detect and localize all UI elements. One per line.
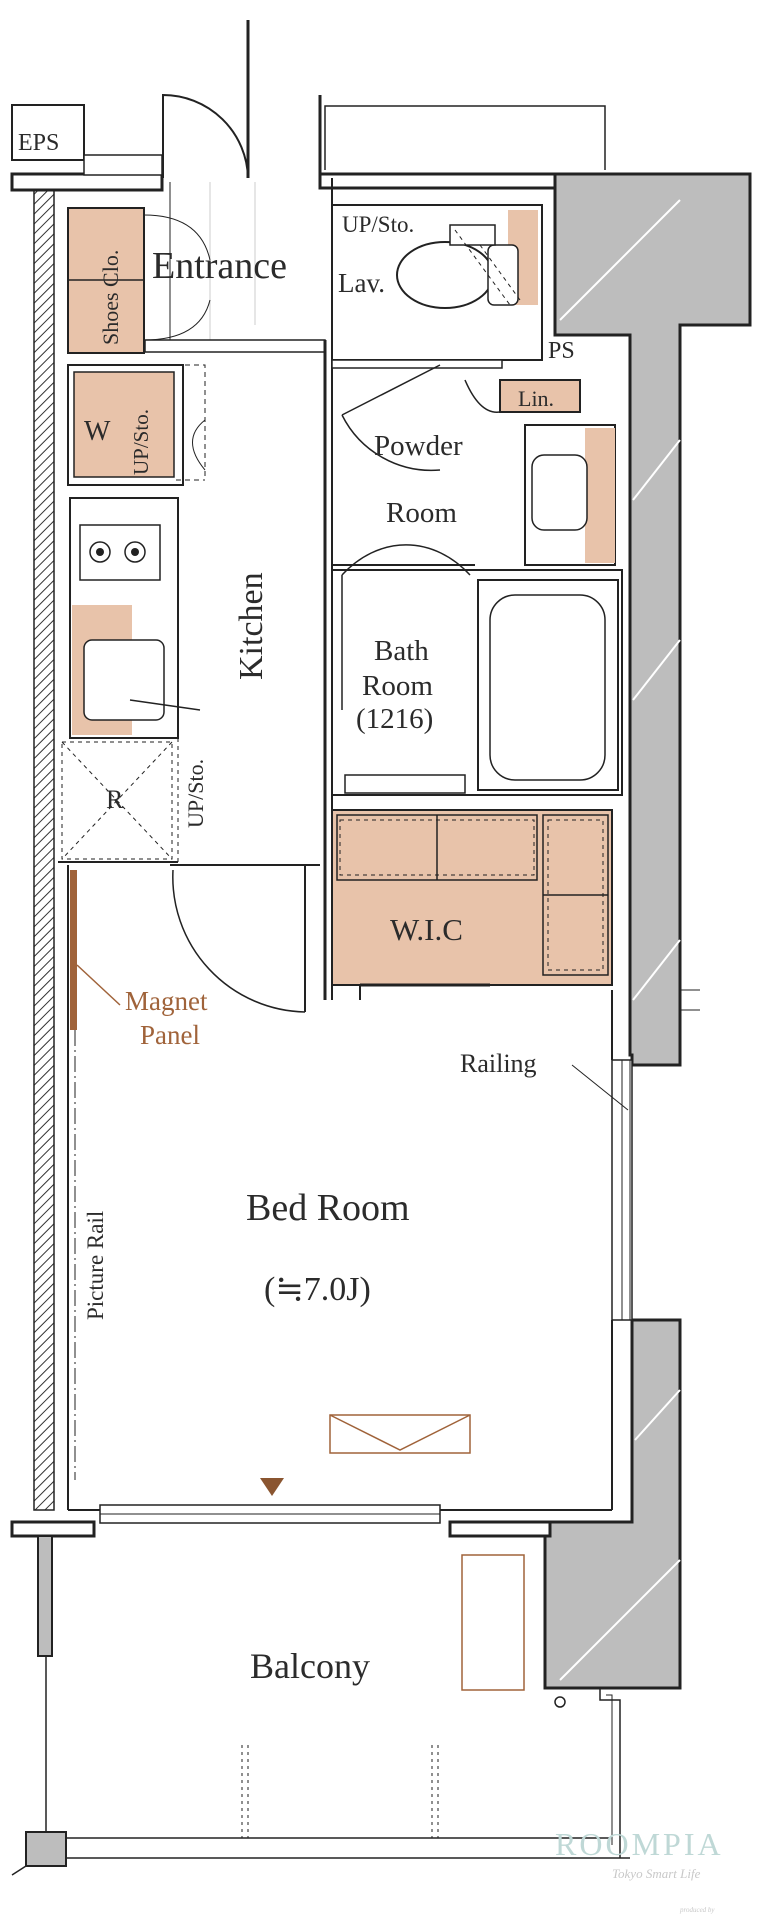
balcony-label: Balcony <box>250 1646 370 1686</box>
walls <box>10 104 752 1876</box>
magnet-label-1: Magnet <box>125 986 208 1016</box>
powder-sink-icon <box>531 454 588 531</box>
outdoor-unit <box>461 1554 525 1691</box>
up-sto-top-label: UP/Sto. <box>342 212 414 237</box>
bath-room <box>331 544 623 796</box>
down-arrow-icon <box>260 1478 284 1496</box>
eps-box <box>11 104 85 161</box>
kitchen-label: Kitchen <box>233 572 270 680</box>
bedroom-door <box>58 861 320 1013</box>
bedroom-outline <box>67 865 700 1524</box>
bedroom-label: Bed Room <box>246 1187 410 1229</box>
right-column-lower <box>543 1318 682 1690</box>
bath-label-1: Bath <box>374 635 429 667</box>
magnet-label-2: Panel <box>140 1020 200 1050</box>
watermark-tagline: Tokyo Smart Life <box>612 1866 701 1881</box>
kitchen-counter <box>69 497 201 739</box>
wic-label: W.I.C <box>390 912 463 947</box>
bedroom-bottom-wall-left <box>10 1520 96 1538</box>
magnet-panel <box>70 870 77 1030</box>
toilet-room <box>331 204 543 361</box>
air-conditioner-icon <box>329 1414 471 1454</box>
lav-label: Lav. <box>338 268 385 298</box>
eps-label: EPS <box>18 130 59 156</box>
powder-room <box>331 359 616 566</box>
linen-box <box>499 379 581 413</box>
up-sto-kitchen-label: UP/Sto. <box>183 759 208 828</box>
watermark-produced: produced by <box>679 1906 715 1914</box>
entrance-area <box>144 20 326 353</box>
washer-area <box>67 364 206 486</box>
toilet-icon <box>396 241 494 309</box>
lin-label: Lin. <box>518 386 554 411</box>
bedroom-bottom-wall-right <box>448 1520 552 1538</box>
w-label: W <box>84 416 111 447</box>
top-wall-left <box>10 172 164 192</box>
left-hatched-wall <box>33 189 55 1511</box>
bathtub-icon <box>489 594 606 781</box>
w-up-sto-label: UP/Sto. <box>129 409 153 475</box>
railing-label: Railing <box>460 1049 537 1078</box>
watermark-brand: ROOMPIA <box>555 1826 724 1862</box>
walk-in-closet <box>331 809 613 1000</box>
ps-label: PS <box>548 338 575 364</box>
entrance-label: Entrance <box>152 245 287 287</box>
refrigerator-label: R <box>106 785 124 814</box>
shoes-closet <box>67 207 211 354</box>
picture-rail-label: Picture Rail <box>83 1211 108 1320</box>
bath-label-3: (1216) <box>356 703 433 735</box>
shoes-closet-label: Shoes Clo. <box>98 250 123 345</box>
powder-label-2: Room <box>386 497 457 529</box>
balcony-area <box>241 1554 525 1838</box>
powder-label-1: Powder <box>374 430 463 462</box>
refrigerator-space <box>61 738 179 865</box>
stove-icon <box>79 524 161 581</box>
bedroom-size-label: (≒7.0J) <box>264 1271 371 1308</box>
bath-label-2: Room <box>362 670 433 702</box>
